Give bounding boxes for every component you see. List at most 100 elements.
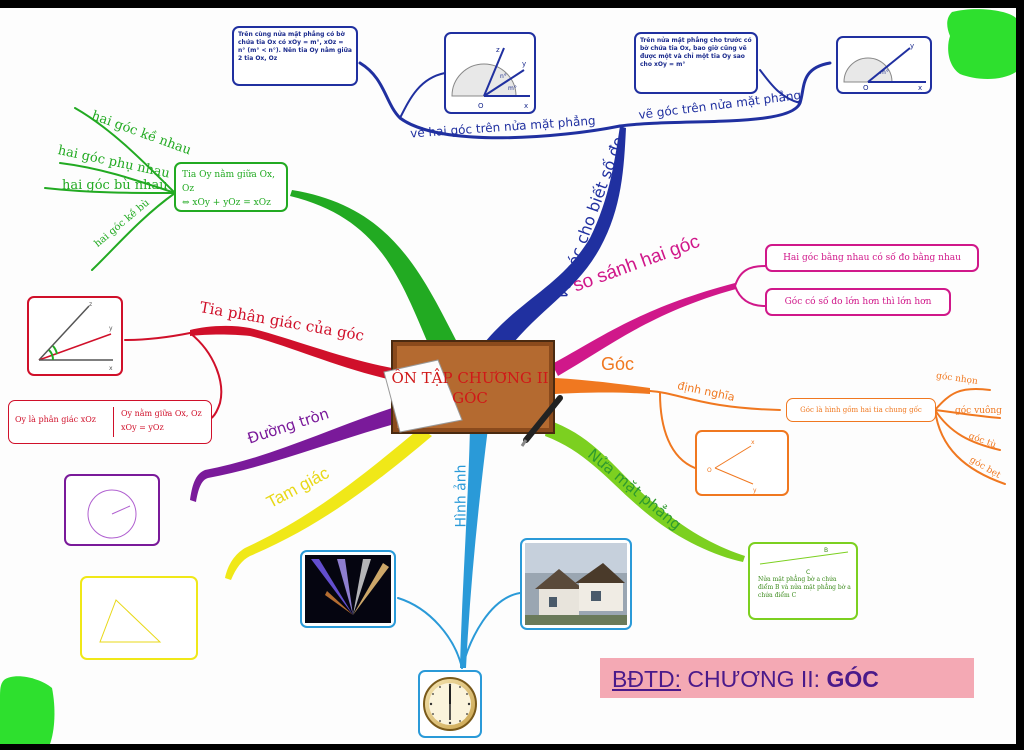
triangle-box[interactable]: [80, 576, 198, 660]
compare-text-1: Hai góc bằng nhau có số đo bằng nhau: [783, 253, 961, 263]
circle-drawing: [87, 489, 137, 539]
branch-sky: [460, 428, 488, 668]
title-banner: BĐTD: CHƯƠNG II: GÓC: [600, 658, 974, 698]
nua-mat-phang-box[interactable]: B C Nửa mặt phẳng bờ a chứa điểm B và nử…: [748, 542, 858, 620]
compare-text-2: Góc có số đo lớn hơn thì lớn hơn: [784, 297, 932, 307]
connector-red: [124, 332, 191, 341]
title-bold: GÓC: [826, 666, 879, 692]
compare-box-1[interactable]: Hai góc bằng nhau có số đo bằng nhau: [765, 244, 979, 272]
connector-sky: [461, 592, 521, 669]
bisector-drawing: z y x: [38, 301, 113, 372]
label-o: O: [478, 102, 484, 110]
branch-red: [190, 325, 392, 380]
label-x: x: [918, 84, 922, 92]
circle-box[interactable]: [64, 474, 160, 546]
protractor-1-drawing: z y x O n° m°: [451, 46, 530, 110]
connector-magenta: [734, 285, 766, 307]
branch-blue: [480, 126, 626, 353]
connector-green: [59, 162, 176, 194]
bisector-right-text1: Oy nằm giữa Ox, Oz: [121, 409, 202, 418]
goc-angle-diagram[interactable]: O x y: [695, 430, 789, 496]
light-beams-drawing: [305, 555, 391, 623]
label-m: m°: [508, 85, 517, 92]
canvas-frame: ÔN TẬP CHƯƠNG II GÓC vẽ góc cho biết số …: [0, 8, 1016, 744]
tia-oy-line1: Tia Oy nằm giữa Ox, Oz: [182, 170, 275, 194]
image-house[interactable]: [520, 538, 632, 630]
label-y: y: [910, 42, 914, 50]
tia-oy-box[interactable]: Tia Oy nằm giữa Ox, Oz ⇔ xOy + yOz = xOz: [174, 162, 288, 212]
nua-mat-phang-text: Nửa mặt phẳng bờ a chứa điểm B và nửa mặ…: [758, 576, 851, 599]
branch-magenta: [552, 283, 736, 376]
bisector-text-box[interactable]: Oy là phân giác xOz Oy nằm giữa Ox, Oz x…: [8, 400, 212, 444]
label-y: y: [753, 487, 757, 494]
mind-map: [0, 9, 1016, 744]
label-x: x: [751, 439, 755, 446]
connector-green: [44, 187, 176, 194]
label-z: z: [89, 301, 92, 308]
connector-orange: [934, 409, 1001, 451]
goc-angle-drawing: O x y: [707, 439, 757, 494]
label-m: m°: [880, 69, 889, 76]
label-o: O: [707, 467, 712, 474]
connector-navy: [358, 61, 622, 140]
connector-magenta: [734, 265, 766, 287]
label-b: B: [824, 547, 828, 554]
ve-hai-goc-text-box[interactable]: Trên cùng nửa mặt phẳng có bờ chứa tia O…: [232, 26, 358, 86]
label-x: x: [109, 365, 113, 372]
connector-orange: [659, 392, 696, 469]
connector-navy: [618, 61, 832, 128]
connector-navy: [399, 72, 446, 119]
label-hinh-anh: Hình ảnh: [453, 464, 470, 528]
center-title: ÔN TẬP CHƯƠNG II GÓC: [380, 368, 560, 408]
branch-green: [290, 190, 458, 348]
ve-goc-text: Trên nửa mặt phẳng cho trước có bờ chứa …: [640, 37, 752, 68]
bisector-left-text: Oy là phân giác xOz: [15, 415, 96, 424]
tia-oy-line2: ⇔ xOy + yOz = xOz: [182, 198, 271, 208]
bisector-right-text2: xOy = yOz: [121, 423, 164, 432]
connector-orange: [934, 409, 1001, 419]
branch-yellow: [225, 428, 432, 580]
bisector-divider: [113, 407, 114, 437]
compare-box-2[interactable]: Góc có số đo lớn hơn thì lớn hơn: [765, 288, 951, 316]
connector-orange: [934, 409, 1006, 485]
label-x: x: [524, 102, 528, 110]
label-y: y: [522, 60, 526, 68]
label-y: y: [109, 325, 113, 332]
scribble-top-right: [947, 9, 1016, 79]
leaf-goc-vuong: góc vuông: [955, 406, 1002, 416]
branch-purple: [190, 406, 402, 502]
label-z: z: [496, 46, 500, 54]
goc-definition-text: Góc là hình gồm hai tia chung gốc: [800, 406, 922, 414]
connector-orange: [934, 387, 991, 411]
protractor-2-drawing: y x O m°: [843, 42, 926, 92]
label-o: O: [863, 84, 869, 92]
scribble-bottom-left: [0, 676, 55, 744]
center-node[interactable]: [383, 340, 563, 447]
goc-definition-box[interactable]: Góc là hình gồm hai tia chung gốc: [786, 398, 936, 422]
center-title-line1: ÔN TẬP CHƯƠNG II: [391, 369, 549, 387]
connector-sky: [397, 597, 463, 669]
protractor-diagram-2[interactable]: y x O m°: [836, 36, 932, 94]
protractor-diagram-1[interactable]: z y x O n° m°: [444, 32, 536, 114]
connector-navy: [759, 69, 801, 104]
bisector-diagram[interactable]: z y x: [27, 296, 123, 376]
triangle-drawing: [99, 599, 162, 643]
house-drawing: [525, 543, 627, 625]
label-goc: Góc: [601, 354, 635, 374]
label-n: n°: [500, 73, 507, 80]
title-middle: CHƯƠNG II:: [687, 666, 821, 692]
title-prefix: BĐTD:: [612, 666, 681, 692]
ve-hai-goc-text: Trên cùng nửa mặt phẳng có bờ chứa tia O…: [238, 31, 352, 62]
nua-mat-phang-drawing: B C: [759, 547, 849, 576]
branch-orange: [555, 378, 650, 394]
ve-goc-text-box[interactable]: Trên nửa mặt phẳng cho trước có bờ chứa …: [634, 32, 758, 94]
label-c: C: [806, 569, 810, 576]
connector-green: [74, 107, 176, 194]
center-title-line2: GÓC: [452, 389, 488, 407]
branch-lime: [545, 420, 745, 562]
leaf-hai-goc-bu-nhau: hai góc bù nhau: [62, 178, 168, 193]
title-text: BĐTD: CHƯƠNG II: GÓC: [612, 666, 879, 693]
image-light-beams[interactable]: [300, 550, 396, 628]
clock-drawing: [423, 677, 477, 731]
image-clock[interactable]: [418, 670, 482, 738]
